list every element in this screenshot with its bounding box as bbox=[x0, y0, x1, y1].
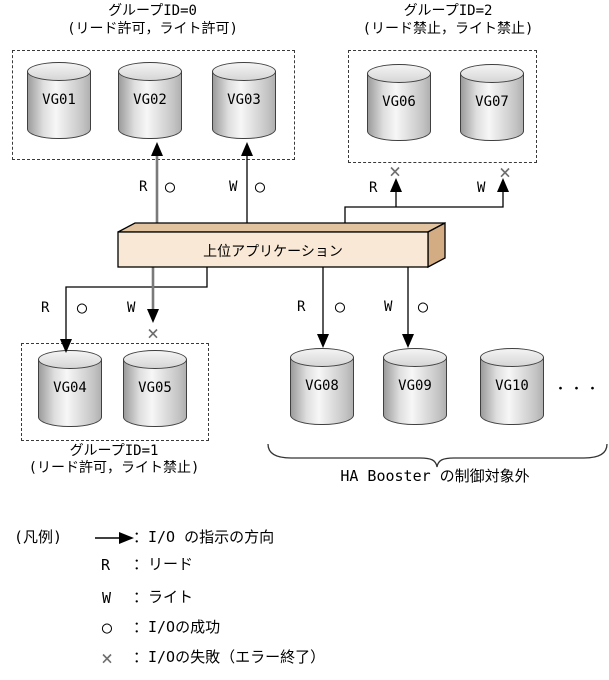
cylinder-vg02: VG02 bbox=[118, 62, 182, 140]
io-success-marker: ○ bbox=[164, 177, 176, 197]
cylinder-vg04: VG04 bbox=[38, 350, 102, 428]
cylinder-body bbox=[123, 359, 187, 427]
volume-label: VG07 bbox=[475, 94, 509, 110]
read-marker: R bbox=[369, 180, 378, 196]
cylinder-body bbox=[290, 357, 354, 425]
cylinder-body bbox=[480, 357, 544, 425]
read-marker: R bbox=[139, 179, 148, 195]
cylinder-vg01: VG01 bbox=[27, 62, 91, 140]
cylinder-top bbox=[27, 62, 91, 81]
cylinder-top bbox=[383, 348, 447, 367]
uncontrolled-brace bbox=[267, 443, 608, 468]
cylinder-body bbox=[27, 71, 91, 139]
cylinder-vg08: VG08 bbox=[290, 348, 354, 426]
group2-title: グループID=2 bbox=[403, 3, 493, 19]
cylinder-top bbox=[367, 64, 431, 83]
cylinder-top bbox=[480, 348, 544, 367]
io-failure-marker: × bbox=[498, 160, 512, 184]
io-success-marker: ○ bbox=[254, 177, 266, 197]
more-volumes-ellipsis: ・・・ bbox=[554, 382, 603, 397]
legend-success-symbol: ○ bbox=[101, 618, 113, 638]
app-box-top-face bbox=[117, 222, 446, 233]
io-failure-marker: × bbox=[388, 159, 402, 183]
cylinder-vg06: VG06 bbox=[367, 64, 431, 142]
group0-title: グループID=0 bbox=[108, 3, 197, 19]
write-marker: W bbox=[229, 179, 238, 195]
write-marker: W bbox=[477, 180, 486, 196]
io-success-marker: ○ bbox=[76, 298, 88, 318]
app-box-label: 上位アプリケーション bbox=[203, 244, 343, 260]
group1-subtitle: (リード許可，ライト禁止) bbox=[28, 460, 200, 476]
io-success-marker: ○ bbox=[334, 297, 346, 317]
legend-success-label: ：I/Oの成功 bbox=[133, 618, 221, 636]
vg08-arrowhead bbox=[317, 334, 329, 348]
group2-box bbox=[348, 50, 537, 163]
read-marker: R bbox=[41, 300, 50, 316]
cylinder-vg05: VG05 bbox=[123, 350, 187, 428]
cylinder-vg10: VG10 bbox=[480, 348, 544, 426]
write-marker: W bbox=[127, 300, 136, 316]
cylinder-top bbox=[460, 64, 524, 83]
cylinder-top bbox=[118, 62, 182, 81]
cylinder-vg09: VG09 bbox=[383, 348, 447, 426]
volume-label: VG08 bbox=[305, 378, 339, 394]
cylinder-top bbox=[123, 350, 187, 369]
cylinder-top bbox=[212, 62, 276, 81]
cylinder-body bbox=[460, 73, 524, 141]
volume-label: VG05 bbox=[138, 380, 172, 396]
cylinder-body bbox=[383, 357, 447, 425]
volume-label: VG02 bbox=[133, 92, 167, 108]
volume-label: VG09 bbox=[398, 378, 432, 394]
read-marker: R bbox=[297, 299, 306, 315]
legend-write-label: ：ライト bbox=[133, 588, 194, 606]
legend-failure-label: ：I/Oの失敗（エラー終了） bbox=[133, 648, 326, 666]
io-failure-marker: × bbox=[146, 321, 160, 345]
group0-subtitle: (リード許可，ライト許可) bbox=[67, 21, 238, 37]
write-marker: W bbox=[384, 299, 393, 315]
app-box-side-face bbox=[427, 221, 446, 269]
volume-label: VG01 bbox=[42, 92, 76, 108]
legend-arrowhead bbox=[119, 532, 134, 544]
legend-write-symbol: W bbox=[102, 589, 112, 607]
cylinder-body bbox=[38, 359, 102, 427]
cylinder-body bbox=[118, 71, 182, 139]
cylinder-top bbox=[290, 348, 354, 367]
group1-box bbox=[21, 343, 209, 441]
cylinder-body bbox=[212, 71, 276, 139]
volume-label: VG10 bbox=[495, 378, 529, 394]
group0-box bbox=[12, 50, 295, 160]
volume-label: VG03 bbox=[227, 92, 261, 108]
legend-read-label: ：リード bbox=[133, 555, 194, 573]
legend-failure-symbol: × bbox=[100, 646, 114, 670]
io-success-marker: ○ bbox=[417, 297, 429, 317]
cylinder-vg03: VG03 bbox=[212, 62, 276, 140]
group2-branch-line bbox=[344, 191, 504, 230]
legend-direction-label: ：I/O の指示の方向 bbox=[133, 528, 275, 546]
vg09-arrowhead bbox=[402, 334, 414, 348]
group1-title: グループID=1 bbox=[69, 443, 159, 459]
volume-label: VG06 bbox=[382, 94, 416, 110]
legend-title: (凡例) bbox=[14, 528, 63, 546]
uncontrolled-label: HA Booster の制御対象外 bbox=[340, 467, 530, 485]
volume-label: VG04 bbox=[53, 380, 87, 396]
group2-subtitle: (リード禁止，ライト禁止) bbox=[362, 21, 534, 37]
cylinder-vg07: VG07 bbox=[460, 64, 524, 142]
legend-read-symbol: R bbox=[101, 556, 111, 574]
cylinder-body bbox=[367, 73, 431, 141]
cylinder-top bbox=[38, 350, 102, 369]
